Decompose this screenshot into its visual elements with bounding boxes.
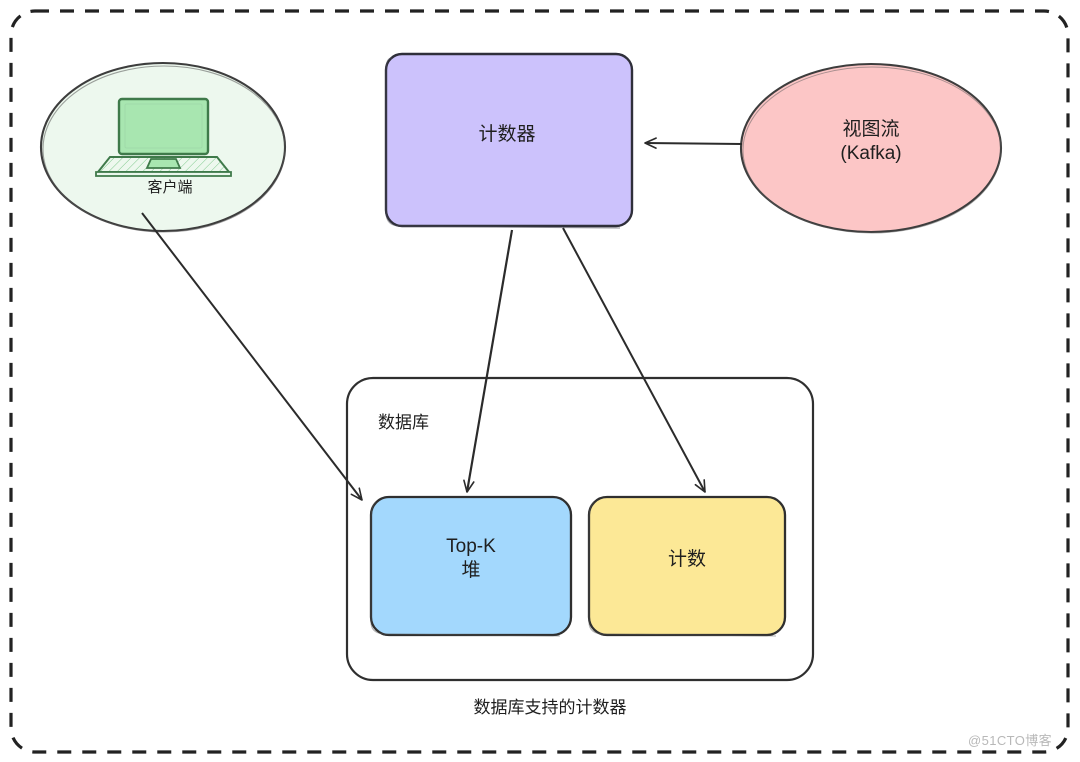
- watermark-text: @51CTO博客: [968, 733, 1053, 748]
- node-topk-heap[interactable]: [369, 495, 573, 637]
- laptop-icon: [95, 97, 232, 177]
- node-counts[interactable]: [587, 495, 787, 637]
- edge-counter-to-counts: [562, 227, 706, 493]
- outer-dashed-frame: [9, 9, 1070, 754]
- node-counter[interactable]: [384, 52, 634, 229]
- edge-client-to-topk: [141, 212, 363, 501]
- edge-stream-to-counter: [644, 137, 743, 149]
- node-client[interactable]: [39, 61, 287, 233]
- edge-counter-to-topk: [463, 229, 514, 493]
- node-view-stream[interactable]: [739, 62, 1003, 234]
